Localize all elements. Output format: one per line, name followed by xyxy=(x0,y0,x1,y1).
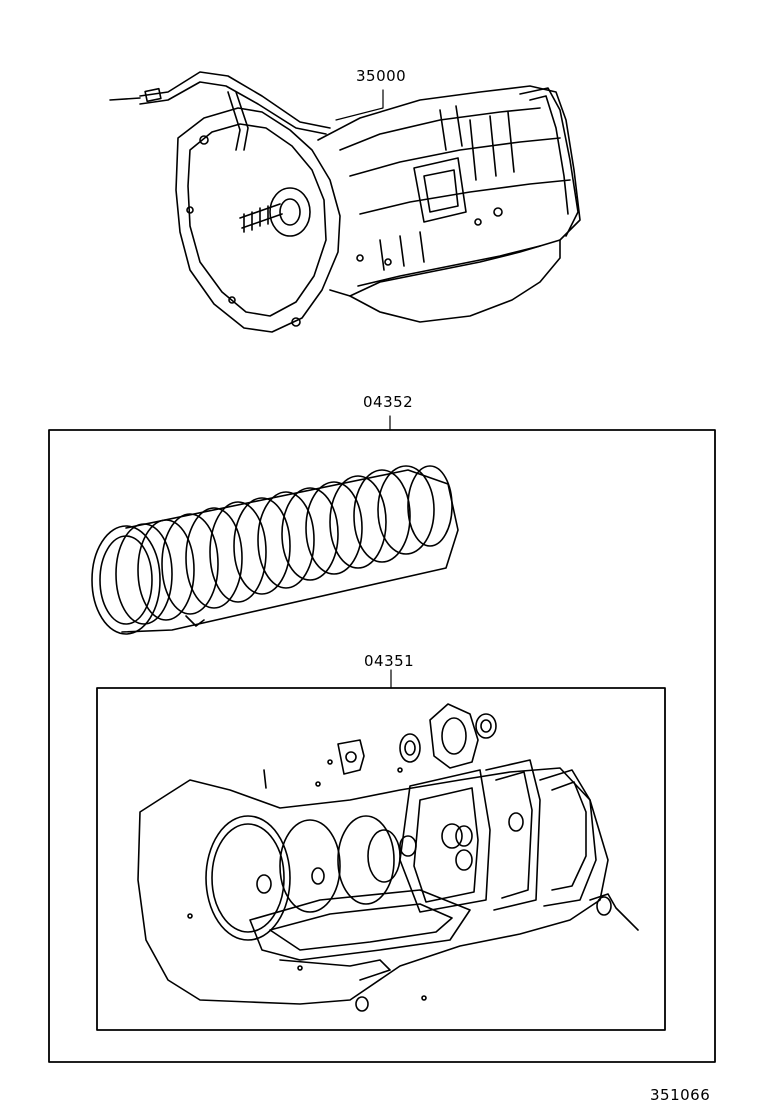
gasket-kit-part-number: 04351 xyxy=(364,652,415,670)
gasket-kit-frame xyxy=(96,687,666,1031)
illustration-id: 351066 xyxy=(650,1086,711,1104)
overhaul-kit-part-number: 04352 xyxy=(363,393,414,411)
transmission-part-number: 35000 xyxy=(356,67,407,85)
clutch-disc-stack-drawing xyxy=(91,465,459,635)
gasket-set-drawing xyxy=(137,703,639,1012)
transmission-assembly-drawing xyxy=(109,71,581,333)
overhaul-kit-frame xyxy=(48,429,716,1063)
